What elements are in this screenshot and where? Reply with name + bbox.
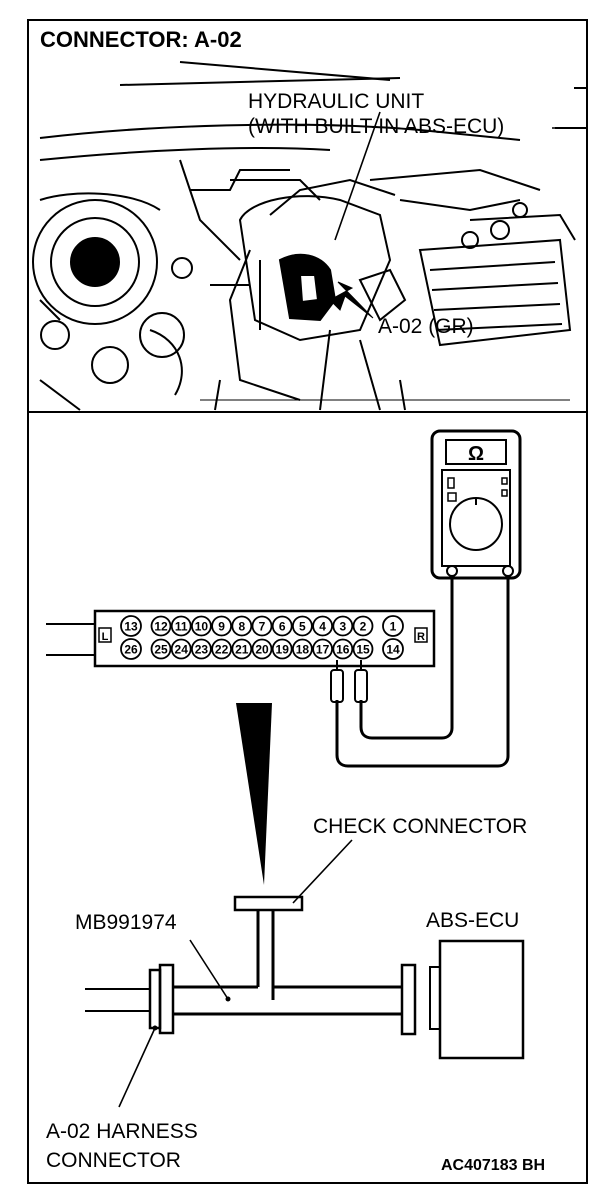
connector-pin-number: 8 [238, 620, 245, 634]
connector-pin [211, 638, 233, 660]
connector-pin [231, 615, 253, 637]
connector-pin [332, 615, 354, 637]
connector-pin-number: 26 [124, 643, 138, 657]
connector-pin [231, 638, 253, 660]
connector-pin-number: 24 [175, 643, 189, 657]
connector-right-tag-text: R [417, 631, 425, 643]
connector-pin-number: 7 [259, 620, 266, 634]
connector-pin-number: 6 [279, 620, 286, 634]
check-connector-callout [292, 839, 353, 904]
connector-pin-number: 1 [390, 620, 397, 634]
connector-pin [120, 615, 142, 637]
connector-pin-number: 19 [276, 643, 290, 657]
connector-pin [251, 615, 273, 637]
connector-pin-number: 15 [356, 643, 370, 657]
tool-callout-dot [225, 996, 231, 1002]
connector-pin [271, 615, 293, 637]
meter-leads [330, 576, 510, 768]
meter-probe-jack-left [446, 565, 458, 577]
connector-pin-number: 3 [339, 620, 346, 634]
connector-pin-number: 13 [124, 620, 138, 634]
connector-pin [190, 615, 212, 637]
tool-label: MB991974 [75, 911, 177, 934]
ohmmeter: Ω [430, 429, 522, 580]
connector-right-tag [414, 627, 428, 643]
connector-left-tag [98, 627, 112, 643]
connector-pin-number: 20 [255, 643, 269, 657]
connector-pin-number: 10 [195, 620, 209, 634]
connector-pin-number: 23 [195, 643, 209, 657]
connector-pin [291, 638, 313, 660]
connector-pin [150, 615, 172, 637]
connector-pin-number: 5 [299, 620, 306, 634]
connector-pin [150, 638, 172, 660]
page-title: CONNECTOR: A-02 [40, 27, 242, 52]
connector-pin [170, 638, 192, 660]
connector-label: A-02 (GR) [378, 315, 474, 338]
connector-pin-number: 9 [218, 620, 225, 634]
connector-pin-number: 18 [296, 643, 310, 657]
connector-pin-number: 12 [154, 620, 168, 634]
check-connector-label: CHECK CONNECTOR [313, 815, 527, 838]
connector-pin-number: 22 [215, 643, 229, 657]
hydraulic-unit-label: HYDRAULIC UNIT [248, 90, 424, 113]
hydraulic-unit-sublabel: (WITH BUILT-IN ABS-ECU) [248, 115, 504, 138]
connector-pin [120, 638, 142, 660]
connector-left-tag-text: L [102, 631, 109, 643]
connector-pin [170, 615, 192, 637]
outer-border [27, 19, 588, 1184]
connector-pin [251, 638, 273, 660]
harness-diagram [85, 895, 525, 1108]
connector-pin-number: 17 [316, 643, 330, 657]
pin-row-bottom: 26 25 24 23 22 21 20 19 18 17 16 15 14 [120, 638, 404, 660]
harness-callout-dot [152, 1025, 158, 1031]
connector-pin [332, 638, 354, 660]
connector-pin [312, 638, 334, 660]
connector-pin [271, 638, 293, 660]
ohm-symbol: Ω [468, 443, 484, 465]
harness-connector-label: A-02 HARNESS [46, 1120, 198, 1143]
connector-pin-number: 11 [175, 620, 188, 634]
connector-pin-number: 14 [386, 643, 400, 657]
connector-pin-number: 25 [154, 643, 168, 657]
engine-bay-illustration [32, 61, 586, 411]
connector-pin [291, 615, 313, 637]
connector-pin [382, 615, 404, 637]
figure-code: AC407183 BH [441, 1157, 545, 1174]
connector-pin [382, 638, 404, 660]
ecu-label: ABS-ECU [426, 909, 519, 932]
connector-arrow [329, 281, 374, 319]
connector-pin-number: 16 [336, 643, 350, 657]
connector-pin-number: 21 [235, 643, 249, 657]
connector-pin [211, 615, 233, 637]
connector-pin [352, 638, 374, 660]
connector-pin-number: 2 [360, 620, 367, 634]
pointer-wedge [236, 703, 272, 885]
connector-pin [190, 638, 212, 660]
callout-lines [334, 111, 588, 241]
connector-pin [312, 615, 334, 637]
harness-connector-sublabel: CONNECTOR [46, 1149, 181, 1172]
connector-pin [352, 615, 374, 637]
connector-pin-number: 4 [319, 620, 326, 634]
meter-probe-jack-right [502, 565, 514, 577]
